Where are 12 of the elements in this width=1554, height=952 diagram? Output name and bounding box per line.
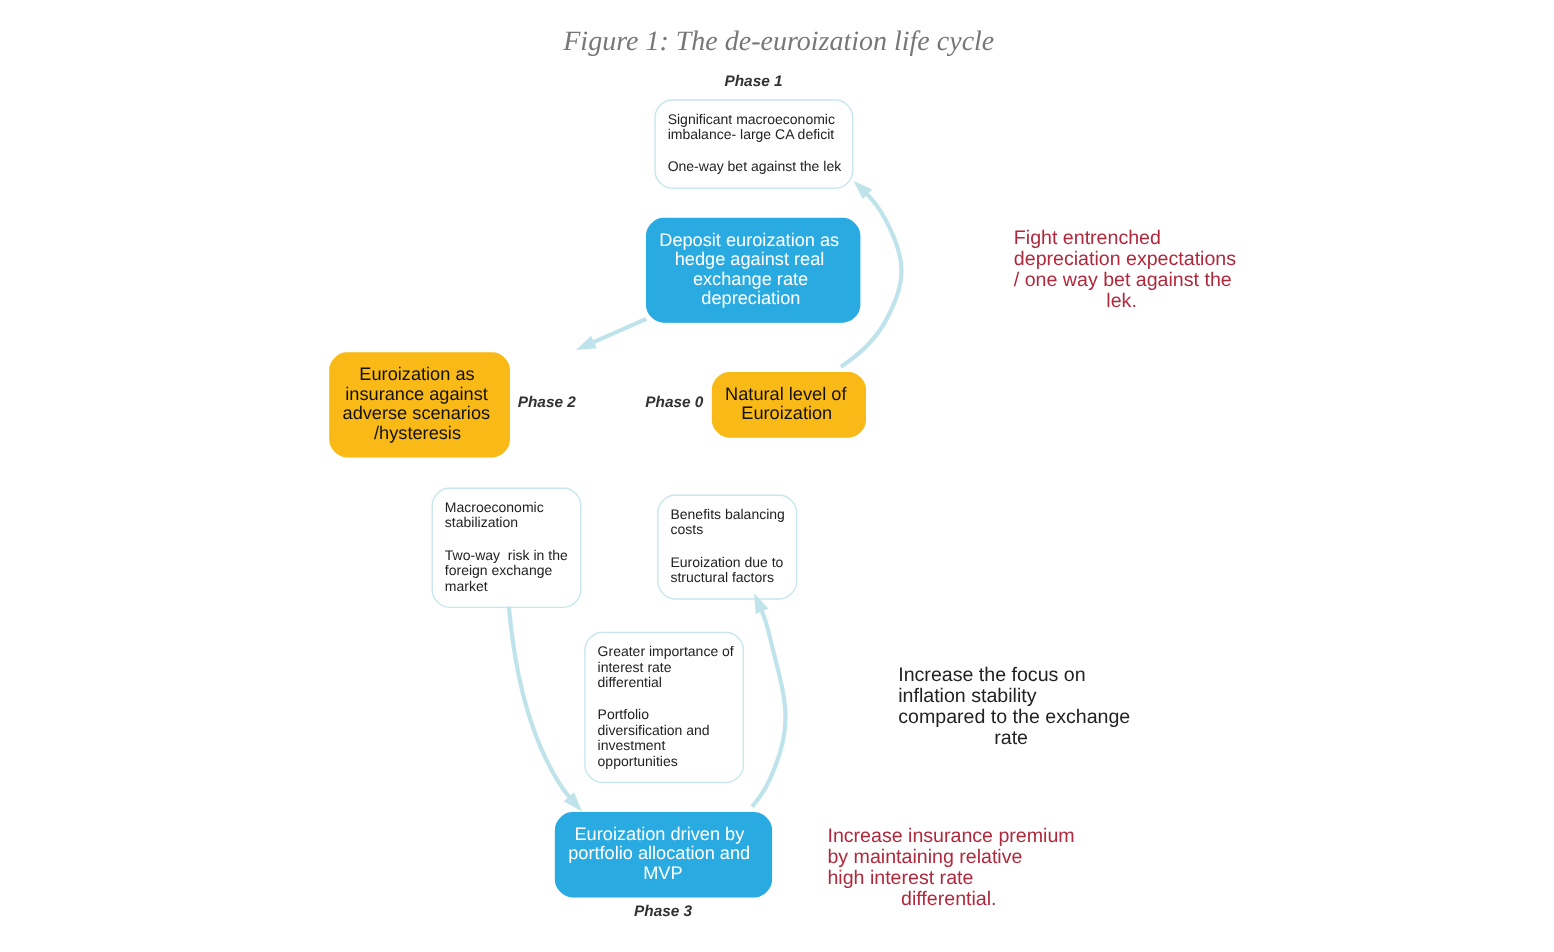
arrow	[839, 179, 904, 368]
node-label: Phase 3	[634, 901, 693, 920]
label: Increase the focus on inflation stability compared to the exchange rate	[898, 663, 1131, 749]
node-label: Phase 1	[724, 70, 783, 89]
node-label: Phase 0	[645, 392, 704, 411]
label: Increase insurance premium by maintaining relative high interest rate differential.	[827, 825, 1075, 911]
label: Fight entrenched depreciation expectations / one way bet against the lek.	[1013, 226, 1237, 312]
arrow	[506, 605, 583, 811]
node-label: Phase 2	[517, 392, 576, 411]
arrow	[750, 592, 788, 808]
diagram-title: Figure 1: The de-euroization life cycle	[563, 27, 995, 58]
arrow	[575, 315, 648, 349]
